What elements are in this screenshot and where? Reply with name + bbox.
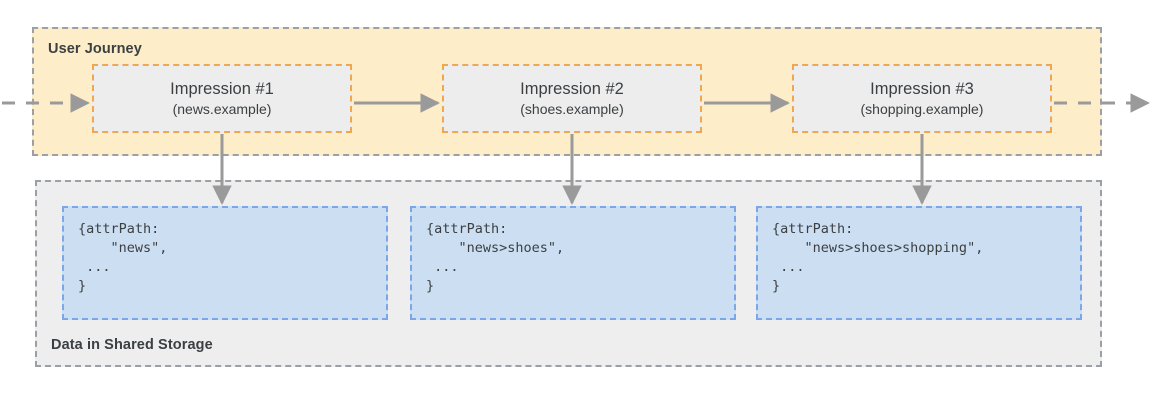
impression-2-subtitle: (shoes.example) — [520, 100, 624, 117]
impression-3-title: Impression #3 — [870, 80, 974, 99]
impression-box-1: Impression #1 (news.example) — [92, 64, 352, 133]
impression-2-title: Impression #2 — [520, 80, 624, 99]
data-entry-box-3: {attrPath: "news>shoes>shopping", ... } — [756, 206, 1082, 320]
shared-storage-label: Data in Shared Storage — [51, 337, 213, 353]
impression-1-subtitle: (news.example) — [172, 100, 272, 117]
data-entry-3-code: {attrPath: "news>shoes>shopping", ... } — [772, 221, 984, 295]
data-entry-2-code: {attrPath: "news>shoes", ... } — [426, 221, 565, 295]
data-entry-box-2: {attrPath: "news>shoes", ... } — [410, 206, 736, 320]
impression-3-subtitle: (shopping.example) — [860, 100, 984, 117]
data-entry-box-1: {attrPath: "news", ... } — [62, 206, 388, 320]
impression-box-2: Impression #2 (shoes.example) — [442, 64, 702, 133]
impression-1-title: Impression #1 — [170, 80, 274, 99]
user-journey-label: User Journey — [48, 41, 142, 57]
impression-box-3: Impression #3 (shopping.example) — [792, 64, 1052, 133]
data-entry-1-code: {attrPath: "news", ... } — [78, 221, 168, 295]
